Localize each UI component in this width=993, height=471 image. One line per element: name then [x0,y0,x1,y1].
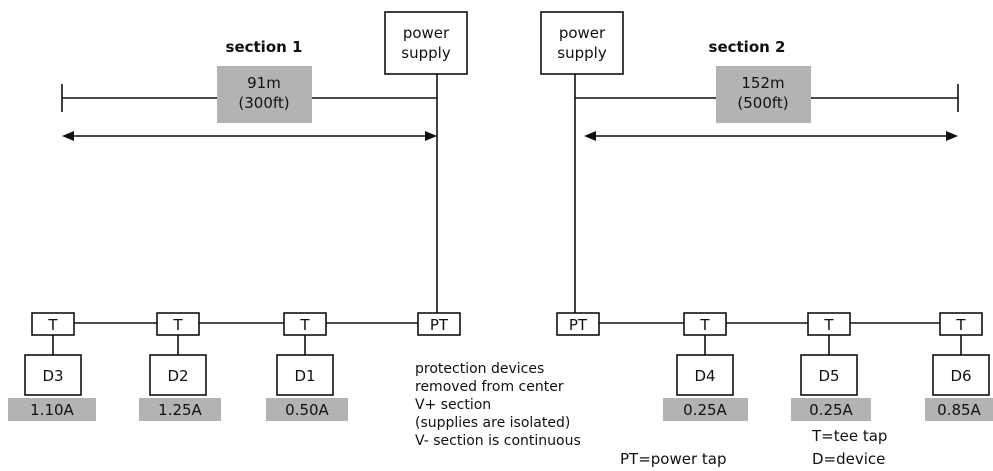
device-d2 [149,354,207,396]
section-1-arrowhead-right [425,131,437,141]
current-d4: 0.25A [683,401,727,419]
power-supply-label-left-line1: power [403,24,450,42]
tee-tap-d6-label: T [955,316,966,334]
current-box-d2 [139,398,221,421]
device-d4-label: D4 [694,367,715,385]
section-2-length-box [716,66,811,123]
power-supply-label-left-line2: supply [401,44,451,62]
legend-tee-tap: T=tee tap [811,427,887,445]
device-d2-label: D2 [167,367,188,385]
tee-tap-d1-label: T [299,316,310,334]
current-d3: 1.10A [30,401,74,419]
section-1-length-m: 91m [247,74,281,92]
current-box-d4 [663,398,748,421]
current-d5: 0.25A [809,401,853,419]
tee-tap-d2-label: T [172,316,183,334]
note-line-3: V+ section [415,397,491,413]
power-tap-left-label: PT [430,316,449,334]
section-2-title: section 2 [709,38,786,56]
section-2-length-m: 152m [741,74,784,92]
section-1-arrowhead-left [62,131,74,141]
current-box-d5 [791,398,871,421]
power-supply-label-right-line1: power [559,24,606,42]
section-2-arrowhead-left [584,131,596,141]
device-d1-label: D1 [294,367,315,385]
current-d6: 0.85A [937,401,981,419]
device-d1 [276,354,334,396]
section-1-title: section 1 [226,38,303,56]
tee-tap-d5-label: T [823,316,834,334]
note-line-2: removed from center [415,379,564,395]
current-box-d3 [8,398,96,421]
section-1-length-box [217,66,312,123]
power-tap-left [417,312,461,336]
current-d2: 1.25A [158,401,202,419]
current-box-d6 [925,398,993,421]
legend-device: D=device [812,450,885,468]
legend-power-tap: PT=power tap [620,450,727,468]
note-line-4: (supplies are isolated) [415,415,570,431]
power-supply-box-left [384,11,468,75]
power-supply-label-right-line2: supply [557,44,607,62]
tee-tap-d4-label: T [699,316,710,334]
power-tap-right [556,312,600,336]
device-d5 [800,354,858,396]
power-tap-right-label: PT [569,316,588,334]
device-d6 [932,354,990,396]
section-2-arrowhead-right [946,131,958,141]
device-d6-label: D6 [950,367,971,385]
power-supply-box-right [540,11,624,75]
section-1-length-ft: (300ft) [238,94,289,112]
current-box-d1 [266,398,348,421]
device-d4 [676,354,734,396]
note-line-1: protection devices [415,361,544,377]
device-d3-label: D3 [42,367,63,385]
device-d5-label: D5 [818,367,839,385]
tee-tap-d3-label: T [47,316,58,334]
device-d3 [24,354,82,396]
section-2-length-ft: (500ft) [737,94,788,112]
note-line-5: V- section is continuous [415,433,581,449]
current-d1: 0.50A [285,401,329,419]
